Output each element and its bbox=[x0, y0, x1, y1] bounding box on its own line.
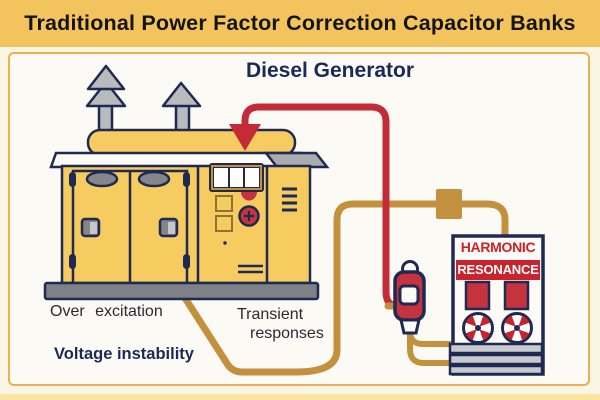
label-over-excitation: Over excitation bbox=[50, 303, 163, 320]
door-handle bbox=[85, 170, 119, 188]
panel-dot bbox=[223, 241, 227, 245]
generator-canopy bbox=[86, 128, 297, 157]
gold-power-cable bbox=[181, 189, 509, 376]
exhaust-stack-right bbox=[161, 81, 202, 136]
door-hinge bbox=[183, 172, 190, 187]
label-transient-line1: Transient bbox=[237, 306, 304, 323]
plus-icon bbox=[244, 211, 254, 221]
label-harmonic: HARMONIC bbox=[460, 239, 536, 255]
label-transient-responses: Transient responses bbox=[237, 305, 324, 343]
exhaust-stack-left bbox=[85, 64, 127, 136]
bottom-accent-strip bbox=[0, 394, 600, 400]
fan-icon bbox=[462, 312, 494, 344]
control-panel bbox=[209, 163, 297, 274]
side-vent-lines bbox=[282, 187, 297, 212]
up-arrow-icon bbox=[85, 80, 127, 108]
diagram-heading: Diesel Generator bbox=[245, 59, 415, 82]
capacitor-cell bbox=[503, 280, 530, 311]
page-title: Traditional Power Factor Correction Capa… bbox=[24, 11, 576, 35]
capacitor-bank-unit bbox=[448, 234, 545, 376]
fan-icon bbox=[501, 312, 533, 344]
lid-side-wedge bbox=[263, 151, 330, 169]
door-latch-face bbox=[90, 222, 97, 234]
display-screen bbox=[214, 168, 259, 187]
label-voltage-instability: Voltage instability bbox=[54, 345, 194, 363]
resonance-band bbox=[456, 260, 540, 280]
capacitor-link-cable bbox=[407, 328, 458, 366]
up-arrow-icon bbox=[161, 81, 202, 108]
generator-base bbox=[43, 281, 320, 301]
panel-dividers bbox=[196, 166, 269, 283]
panel-button bbox=[215, 195, 233, 212]
fuse-window bbox=[398, 284, 420, 306]
label-resonance: RESONANCE bbox=[457, 262, 539, 277]
bank-base-slat bbox=[448, 353, 544, 366]
door-latch-face bbox=[168, 222, 175, 234]
door-hinge bbox=[69, 254, 76, 269]
indicator-dome bbox=[241, 192, 257, 201]
door-hinge bbox=[183, 254, 190, 269]
label-transient-line2: responses bbox=[250, 325, 324, 342]
bank-base-slat bbox=[448, 364, 544, 376]
generator-doors bbox=[69, 169, 190, 283]
door-hinge bbox=[69, 172, 76, 187]
panel-vent-lines bbox=[238, 264, 263, 274]
capacitor-cell bbox=[464, 280, 491, 311]
generator-unit bbox=[43, 64, 330, 301]
title-banner: Traditional Power Factor Correction Capa… bbox=[0, 0, 600, 47]
up-arrow-icon bbox=[86, 64, 126, 91]
bank-base-slat bbox=[448, 342, 544, 355]
cable-connector-block bbox=[436, 189, 462, 219]
fuse-stem bbox=[399, 318, 421, 335]
capacitor-fuse-device bbox=[393, 260, 426, 335]
down-arrow-icon bbox=[229, 124, 261, 151]
door-handle bbox=[137, 170, 171, 188]
panel-button bbox=[215, 215, 233, 232]
